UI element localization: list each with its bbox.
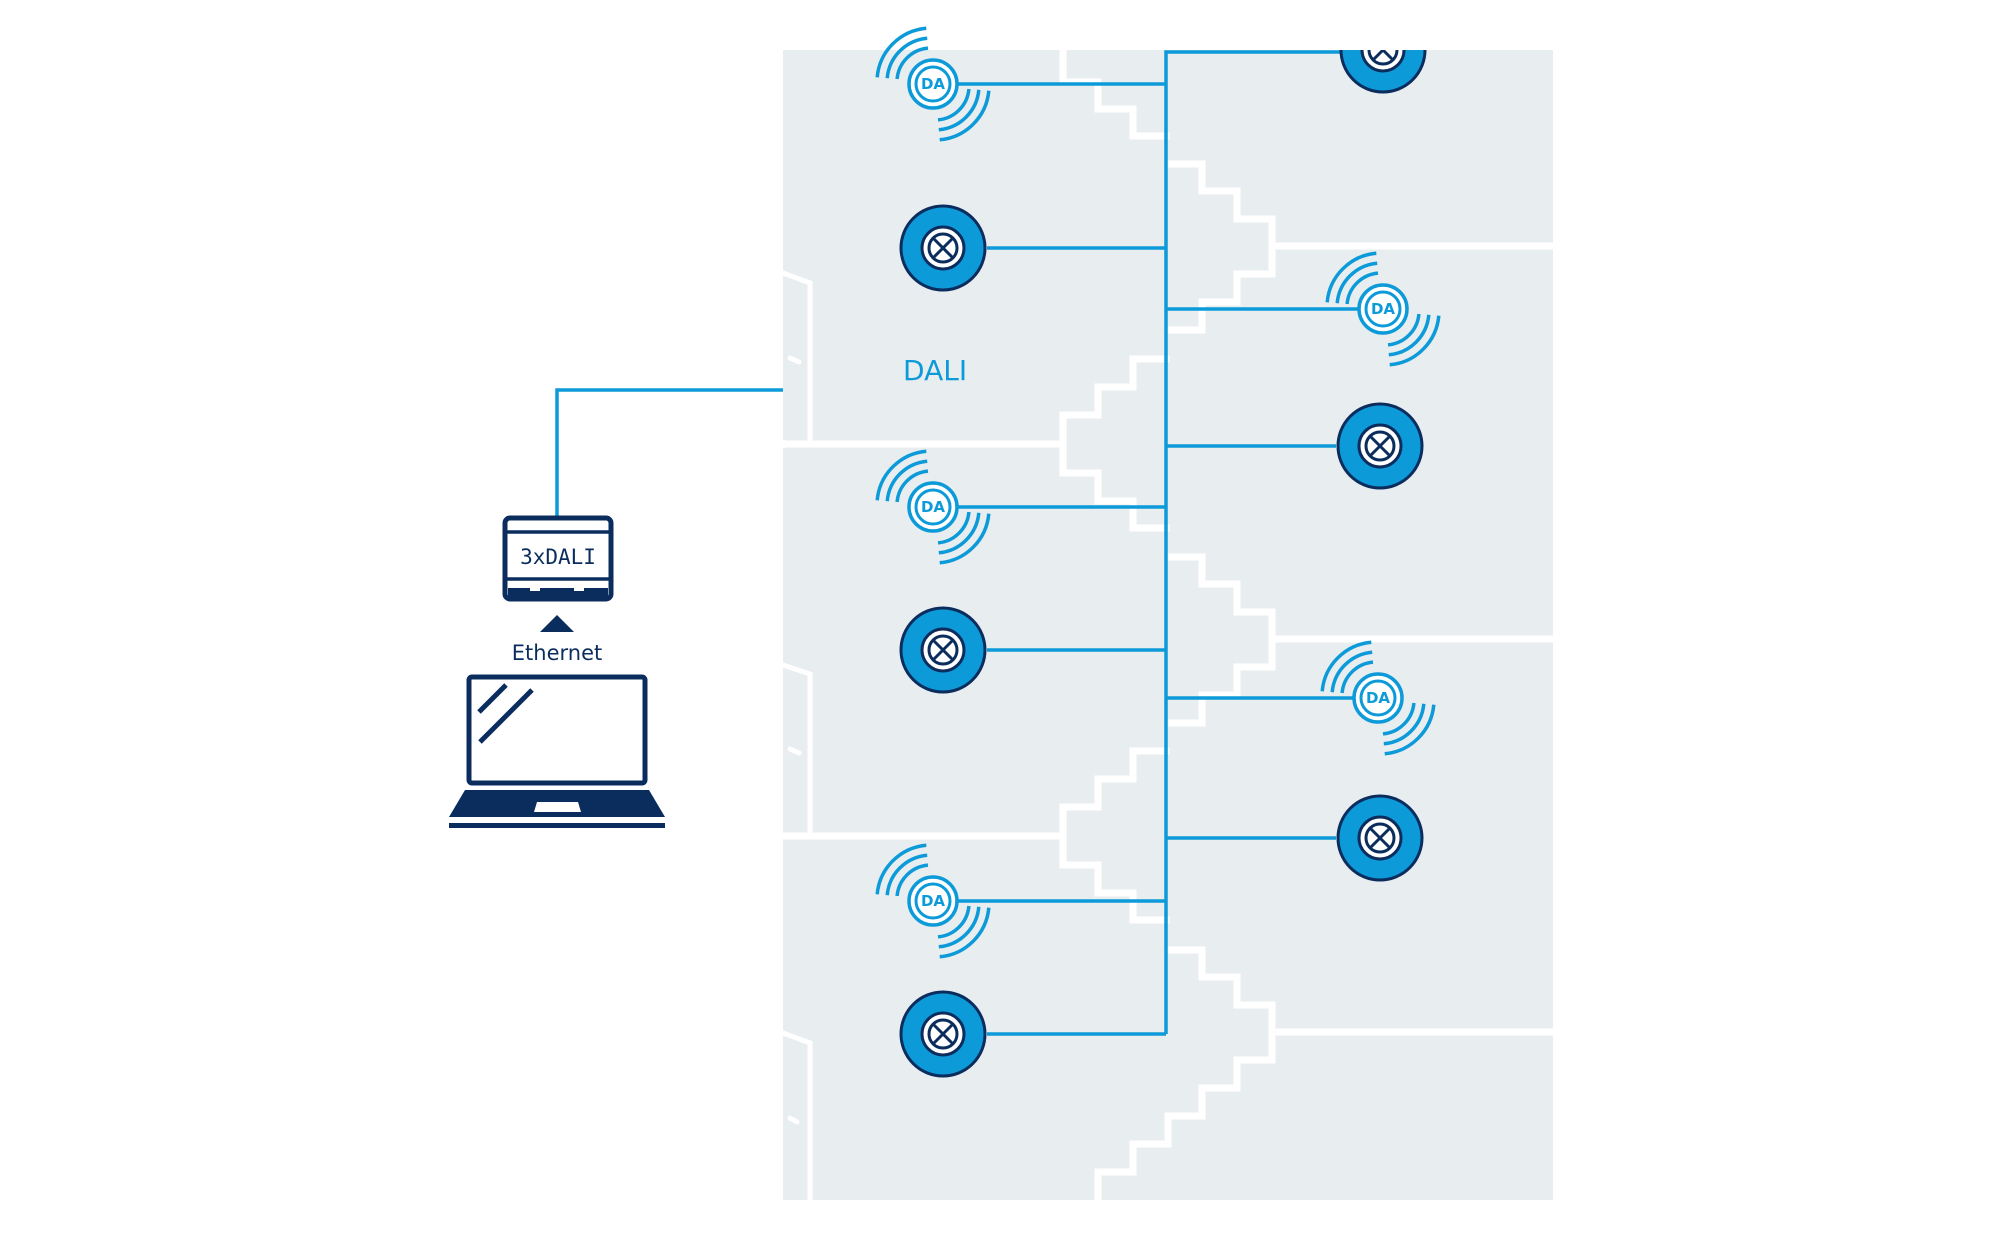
- sensor-label: DA: [921, 498, 945, 516]
- wireless-waves-icon: [1320, 640, 1374, 694]
- sensor-label: DA: [1371, 300, 1395, 318]
- dali-sensor-icon: DA: [1325, 251, 1441, 367]
- luminaire-icon: [899, 606, 987, 694]
- sensor-label: DA: [921, 75, 945, 93]
- wall-gap: [775, 440, 785, 448]
- wireless-waves-icon: [937, 88, 991, 142]
- stair-wall: [1059, 747, 1170, 924]
- wireless-waves-icon: [937, 511, 991, 565]
- dali-bus: [555, 50, 1383, 1036]
- dali-sensor-icon: DA: [875, 26, 991, 142]
- dali-sensor-icon: DA: [1320, 640, 1436, 756]
- luminaire-icon: [1336, 402, 1424, 490]
- ethernet-to-plan-line: [555, 388, 783, 518]
- door: [779, 661, 813, 839]
- stair-wall: [1094, 946, 1276, 1204]
- laptop-icon: [449, 674, 665, 828]
- dali-sensor-icon: DA: [875, 449, 991, 565]
- devices: DA DA DA DA DA: [875, 6, 1441, 1078]
- wireless-waves-icon: [875, 843, 929, 897]
- stair-wall: [1164, 160, 1276, 334]
- luminaire-icon: [1336, 794, 1424, 882]
- top-margin: [1300, 0, 1500, 50]
- floor-area: [783, 50, 1553, 1200]
- bus-trunk: [1164, 50, 1383, 1034]
- luminaire-icon: [899, 990, 987, 1078]
- wireless-waves-icon: [875, 26, 929, 80]
- luminaire-icon: [899, 204, 987, 292]
- dali-sensor-icon: DA: [875, 843, 991, 959]
- dali-bus-label: DALI: [903, 354, 967, 387]
- sensor-label: DA: [1366, 689, 1390, 707]
- wireless-waves-icon: [1325, 251, 1379, 305]
- door: [779, 269, 813, 447]
- ethernet-label: Ethernet: [512, 641, 602, 665]
- wireless-waves-icon: [937, 905, 991, 959]
- wireless-waves-icon: [1382, 702, 1436, 756]
- dali-gateway-icon: 3xDALI: [502, 515, 614, 602]
- floor-plan: [775, 48, 1557, 1204]
- sensor-label: DA: [921, 892, 945, 910]
- gateway-label: 3xDALI: [520, 545, 596, 569]
- wireless-waves-icon: [1387, 313, 1441, 367]
- arrow-up-icon: [540, 615, 574, 632]
- door: [779, 1029, 813, 1203]
- wireless-waves-icon: [875, 449, 929, 503]
- stair-wall: [1059, 48, 1170, 140]
